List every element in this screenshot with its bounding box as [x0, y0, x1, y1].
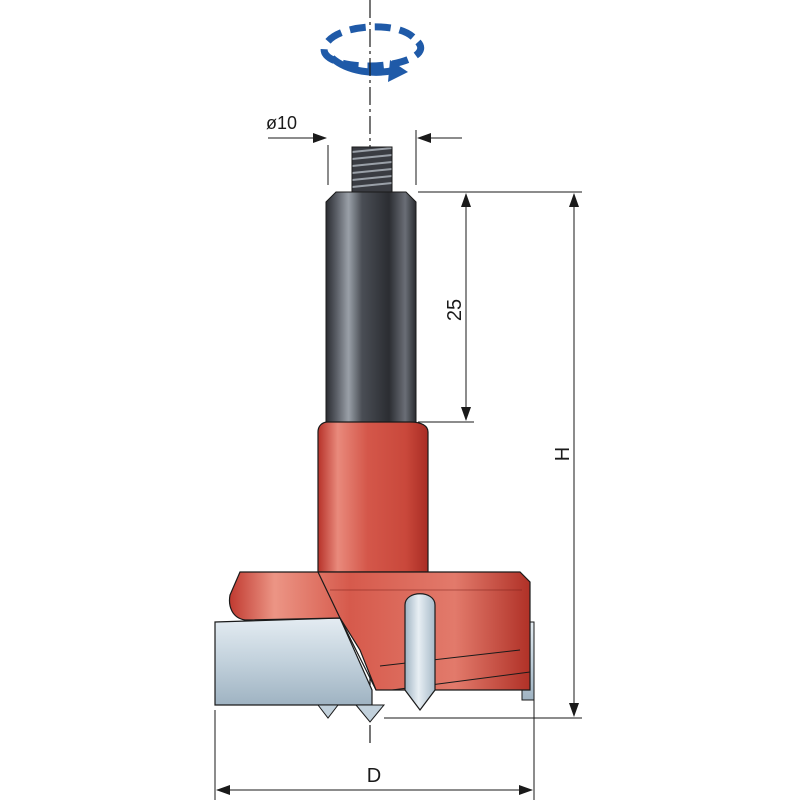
diameter-10-dimension: ø10 [266, 113, 462, 185]
total-height-dimension: H [384, 193, 582, 719]
cutter-head [228, 571, 531, 691]
shank-length-label: 25 [444, 299, 466, 321]
guide-pin [404, 593, 436, 711]
shank-diameter-label: ø10 [266, 113, 297, 133]
threaded-tip [351, 146, 393, 193]
cutter-diameter-dimension: D [214, 700, 535, 800]
total-height-label: H [552, 447, 574, 461]
body-neck [317, 421, 429, 573]
cutting-spurs [316, 690, 386, 723]
clockwise-rotation-arrow-icon [320, 23, 424, 82]
shank [325, 191, 417, 423]
shank-length-dimension: 25 [418, 191, 582, 423]
cutter-diameter-label: D [367, 765, 381, 787]
